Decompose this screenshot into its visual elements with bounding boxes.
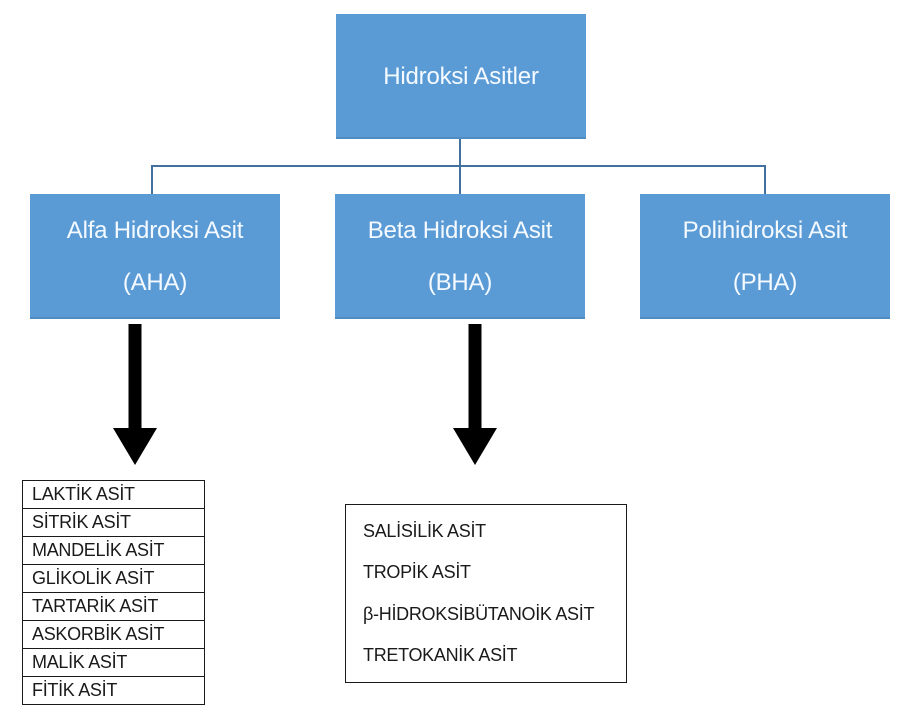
node-pha-abbr: (PHA) [732,268,798,296]
aha-acid-list: LAKTİK ASİT SİTRİK ASİT MANDELİK ASİT GL… [22,480,205,705]
aha-acid-row: FİTİK ASİT [23,677,204,704]
bha-acid-label: SALİSİLİK ASİT [363,521,486,542]
aha-acid-label: MANDELİK ASİT [32,540,165,560]
aha-acid-label: TARTARİK ASİT [32,596,159,616]
node-pha-label: Polihidroksi Asit [682,216,848,244]
bha-acid-item: β-HİDROKSİBÜTANOİK ASİT [363,604,626,625]
arrow-down-bha-icon [453,324,497,465]
connector-drop-aha [151,165,153,195]
bha-acid-label: TRETOKANİK ASİT [363,644,518,665]
aha-acid-row: TARTARİK ASİT [23,593,204,621]
node-hidroksi-asitler: Hidroksi Asitler [336,14,586,139]
bha-acid-label: β-HİDROKSİBÜTANOİK ASİT [363,603,595,624]
node-root-label: Hidroksi Asitler [383,62,539,90]
aha-acid-label: SİTRİK ASİT [32,512,131,532]
node-bha-label: Beta Hidroksi Asit [367,216,553,244]
aha-acid-label: GLİKOLİK ASİT [32,568,155,588]
connector-drop-bha [459,165,461,195]
arrow-down-aha-icon [113,324,157,465]
connector-root-stub [459,139,461,167]
aha-acid-row: MANDELİK ASİT [23,537,204,565]
aha-acid-label: ASKORBİK ASİT [32,624,165,644]
aha-acid-label: LAKTİK ASİT [32,484,135,504]
node-alfa-hidroksi-asit: Alfa Hidroksi Asit (AHA) [30,194,280,319]
bha-acid-item: SALİSİLİK ASİT [363,521,626,542]
aha-acid-label: FİTİK ASİT [32,680,118,700]
aha-acid-row: ASKORBİK ASİT [23,621,204,649]
connector-drop-pha [764,165,766,195]
node-beta-hidroksi-asit: Beta Hidroksi Asit (BHA) [335,194,585,319]
node-aha-label: Alfa Hidroksi Asit [66,216,244,244]
aha-acid-row: LAKTİK ASİT [23,481,204,509]
connector-horizontal [151,165,766,167]
bha-acid-list: SALİSİLİK ASİT TROPİK ASİT β-HİDROKSİBÜT… [345,504,627,683]
bha-acid-item: TROPİK ASİT [363,562,626,583]
node-aha-abbr: (AHA) [122,268,188,296]
node-bha-abbr: (BHA) [427,268,493,296]
aha-acid-row: MALİK ASİT [23,649,204,677]
bha-acid-label: TROPİK ASİT [363,562,471,583]
aha-acid-label: MALİK ASİT [32,652,128,672]
aha-acid-row: GLİKOLİK ASİT [23,565,204,593]
bha-acid-item: TRETOKANİK ASİT [363,645,626,666]
aha-acid-row: SİTRİK ASİT [23,509,204,537]
node-polihidroksi-asit: Polihidroksi Asit (PHA) [640,194,890,319]
